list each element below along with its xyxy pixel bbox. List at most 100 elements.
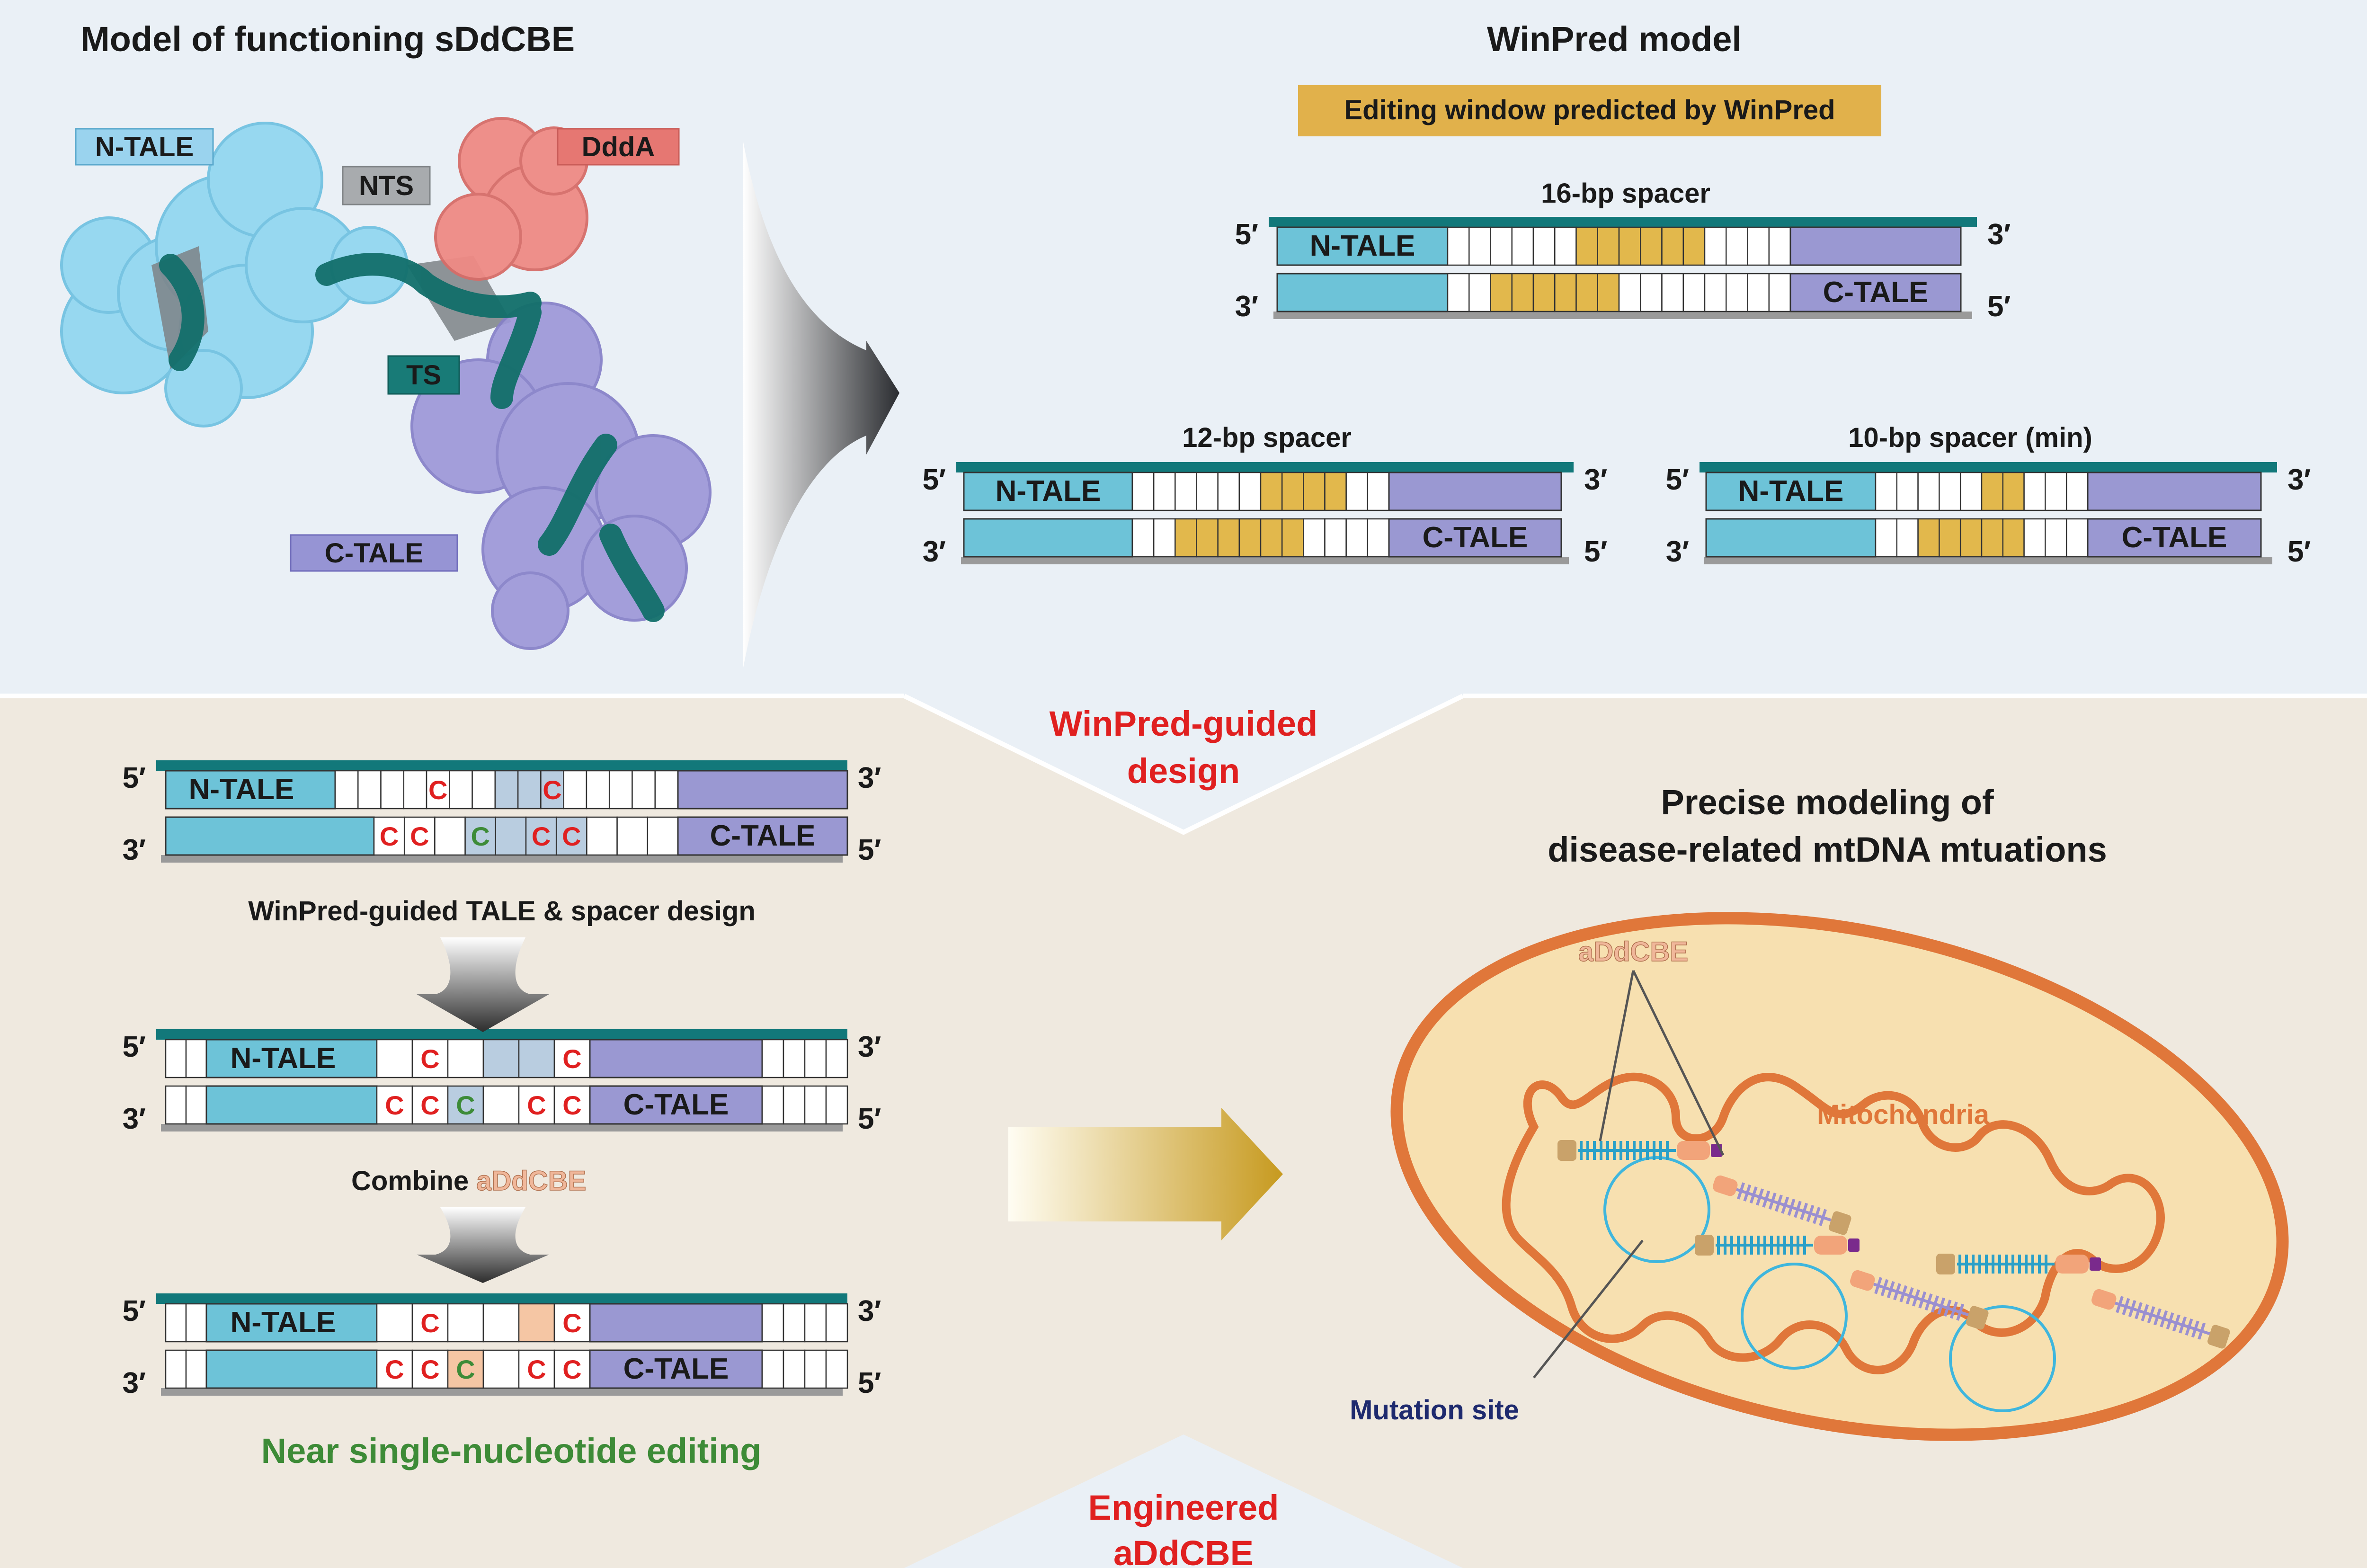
five-prime-top: 5′	[923, 463, 946, 496]
base-cell	[1196, 518, 1219, 558]
base-cell	[1367, 518, 1390, 558]
top-strand	[156, 1293, 847, 1304]
base-cell	[403, 816, 436, 856]
base-cell	[761, 1085, 784, 1125]
bottom-strand	[161, 1388, 843, 1396]
c-tale-block	[1789, 273, 1962, 312]
three-prime-top: 3′	[1584, 463, 1607, 496]
winpred-banner: Editing window predicted by WinPred	[1344, 95, 1835, 125]
base-cell	[1468, 273, 1491, 312]
base-cell	[1640, 226, 1663, 266]
editor-2	[1695, 1235, 1989, 1330]
n-tale-block	[205, 1039, 378, 1078]
base-cell	[540, 770, 564, 810]
top-strand	[156, 760, 847, 771]
base-cell	[1575, 273, 1598, 312]
base-cell	[1747, 226, 1770, 266]
base-cell	[1217, 518, 1240, 558]
base-cell	[1682, 273, 1706, 312]
base-cell	[1367, 472, 1390, 511]
base-cell	[586, 770, 610, 810]
base-cell	[1618, 273, 1641, 312]
step1-label: WinPred-guided TALE & spacer design	[248, 896, 756, 927]
base-cell	[1175, 472, 1197, 511]
bottom-strand	[161, 1124, 843, 1131]
base-c: C	[562, 1354, 581, 1384]
base-cell	[1917, 518, 1940, 558]
top-strand	[1269, 217, 1977, 227]
base-cell	[165, 1303, 187, 1343]
base-cell	[357, 770, 382, 810]
base-cell	[2002, 472, 2025, 511]
c-tale-label: C-TALE	[1423, 521, 1528, 554]
c-tale-arm	[1713, 1175, 1851, 1235]
base-cell	[586, 816, 618, 856]
five-prime-top: 5′	[123, 762, 146, 794]
c-tale-label: C-TALE	[325, 538, 423, 569]
nts-label: NTS	[359, 170, 414, 201]
base-cell	[494, 770, 519, 810]
spacer10-title: 10-bp spacer (min)	[1848, 422, 2092, 453]
base-c: C	[562, 1308, 581, 1338]
n-tale-block	[165, 816, 375, 856]
ts-label-box	[387, 355, 460, 395]
base-cell	[1768, 273, 1791, 312]
base-c: C	[428, 775, 447, 805]
base-cell	[1238, 518, 1262, 558]
tale-cap	[1829, 1211, 1851, 1235]
tale-cap	[1557, 1140, 1576, 1161]
base-cell	[1981, 518, 2004, 558]
deaminase	[2091, 1289, 2117, 1310]
base-c: C	[527, 1090, 546, 1120]
base-cell	[165, 1085, 187, 1125]
base-cell	[1682, 226, 1706, 266]
five-prime-top: 5′	[1666, 463, 1689, 496]
c-tale-block	[1388, 472, 1562, 511]
base-cell	[1704, 273, 1727, 312]
base-cell	[464, 816, 497, 856]
spacer16-title: 16-bp spacer	[1541, 178, 1710, 209]
base-cell	[165, 1039, 187, 1078]
base-cell	[1554, 273, 1577, 312]
three-prime-bottom: 3′	[923, 535, 946, 568]
base-cell	[1704, 226, 1727, 266]
base-cell	[185, 1303, 207, 1343]
base-c: C	[471, 821, 489, 851]
c-tale-label: C-TALE	[710, 820, 816, 852]
n-tale-label: N-TALE	[231, 1306, 336, 1339]
base-cell	[518, 1303, 555, 1343]
c-tale-label: C-TALE	[1823, 276, 1929, 309]
base-c: C	[532, 821, 551, 851]
base-cell	[553, 1085, 591, 1125]
base-cell	[553, 1349, 591, 1389]
base-cell	[1981, 472, 2004, 511]
base-cell	[1324, 518, 1347, 558]
base-cell	[1875, 472, 1898, 511]
base-cell	[403, 770, 427, 810]
base-cell	[1747, 273, 1770, 312]
base-cell	[495, 816, 527, 856]
base-cell	[1959, 472, 1983, 511]
base-cell	[2065, 518, 2089, 558]
combine-label: Combine aDdCBE	[351, 1166, 586, 1196]
base-cell	[426, 770, 450, 810]
base-cell	[434, 816, 466, 856]
base-c: C	[420, 1354, 439, 1384]
base-cell	[1324, 472, 1347, 511]
base-cell	[1917, 472, 1940, 511]
base-cell	[608, 770, 633, 810]
base-cell	[1196, 472, 1219, 511]
base-cell	[447, 1303, 484, 1343]
base-cell	[804, 1085, 827, 1125]
base-cell	[2045, 518, 2067, 558]
three-prime-bottom: 3′	[1235, 290, 1258, 323]
base-cell	[482, 1303, 520, 1343]
base-cell	[1726, 273, 1748, 312]
five-prime-bottom: 5′	[1584, 535, 1607, 568]
dna-diagrams: N-TALEC-TALE5′3′3′5′N-TALEC-TALE5′3′3′5′…	[123, 217, 2311, 1399]
base-cell	[825, 1349, 848, 1389]
five-prime-bottom: 5′	[1987, 290, 2011, 323]
base-cell	[553, 1303, 591, 1343]
